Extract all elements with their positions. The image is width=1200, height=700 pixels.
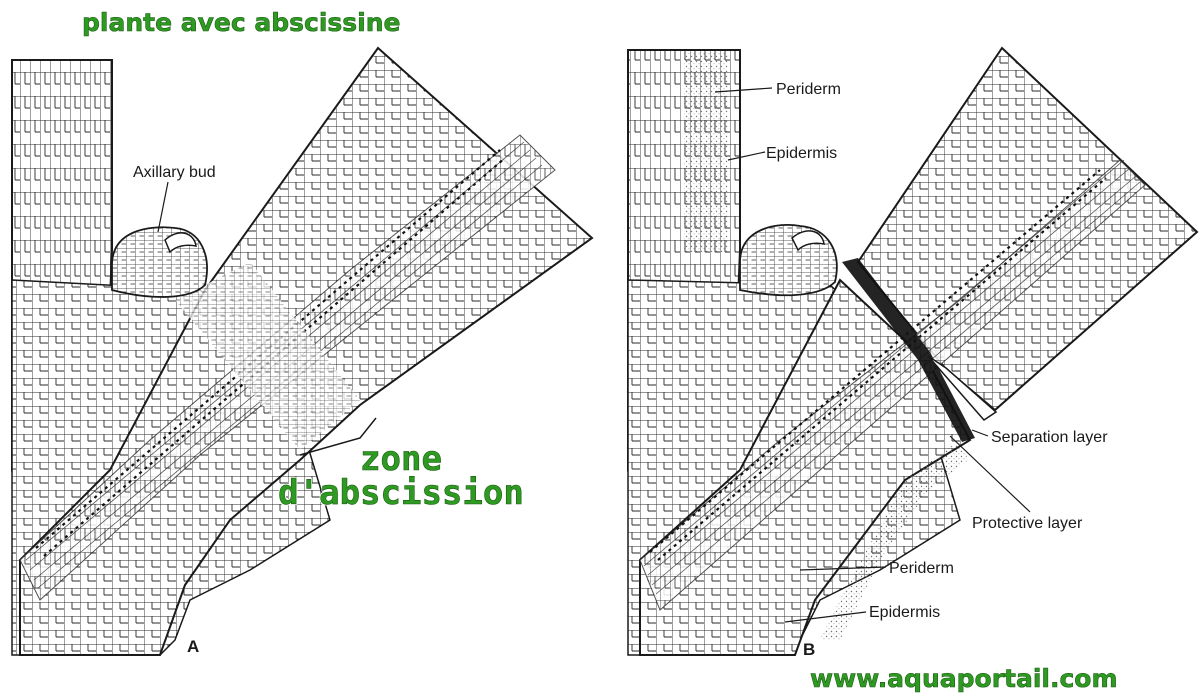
leader-protective-layer — [949, 435, 1031, 513]
label-periderm-bottom: Periderm — [889, 560, 954, 577]
panel-b: Periderm Epidermis Separation layer Prot… — [627, 46, 1199, 659]
zone-bracket — [299, 417, 377, 456]
panel-a-letter: A — [187, 637, 199, 656]
panel-b-axillary-bud — [739, 224, 838, 297]
leader-periderm-top — [714, 87, 773, 93]
leader-axillary-bud — [157, 181, 169, 233]
panel-a: Axillary bud A — [11, 46, 594, 656]
zone-label-line2: d'abscission — [278, 473, 524, 513]
label-separation-layer: Separation layer — [991, 429, 1108, 446]
leader-epidermis-top — [727, 151, 766, 161]
panel-b-letter: B — [803, 640, 815, 659]
panel-a-abscission-band — [175, 262, 360, 450]
panel-b-protective-layer — [842, 258, 975, 442]
leader-epidermis-bottom — [784, 611, 867, 623]
leader-periderm-bottom — [799, 566, 887, 571]
label-periderm-top: Periderm — [776, 81, 841, 98]
label-protective-layer: Protective layer — [972, 515, 1083, 532]
watermark[interactable]: www.aquaportail.com — [810, 664, 1118, 694]
panel-b-stem-periderm — [684, 52, 728, 252]
panel-b-separation-gap — [927, 355, 998, 421]
label-epidermis-bottom: Epidermis — [869, 604, 940, 621]
headline: plante avec abscissine — [82, 8, 401, 38]
label-axillary-bud: Axillary bud — [133, 164, 216, 181]
label-epidermis-top: Epidermis — [766, 145, 837, 162]
zone-label-line1: zone — [360, 439, 442, 479]
panel-b-vascular-bundle — [639, 159, 1146, 611]
zone-abscission-label: zone d'abscission — [270, 439, 532, 513]
leader-separation-layer — [971, 429, 989, 437]
panel-b-lower-periderm — [820, 440, 968, 640]
